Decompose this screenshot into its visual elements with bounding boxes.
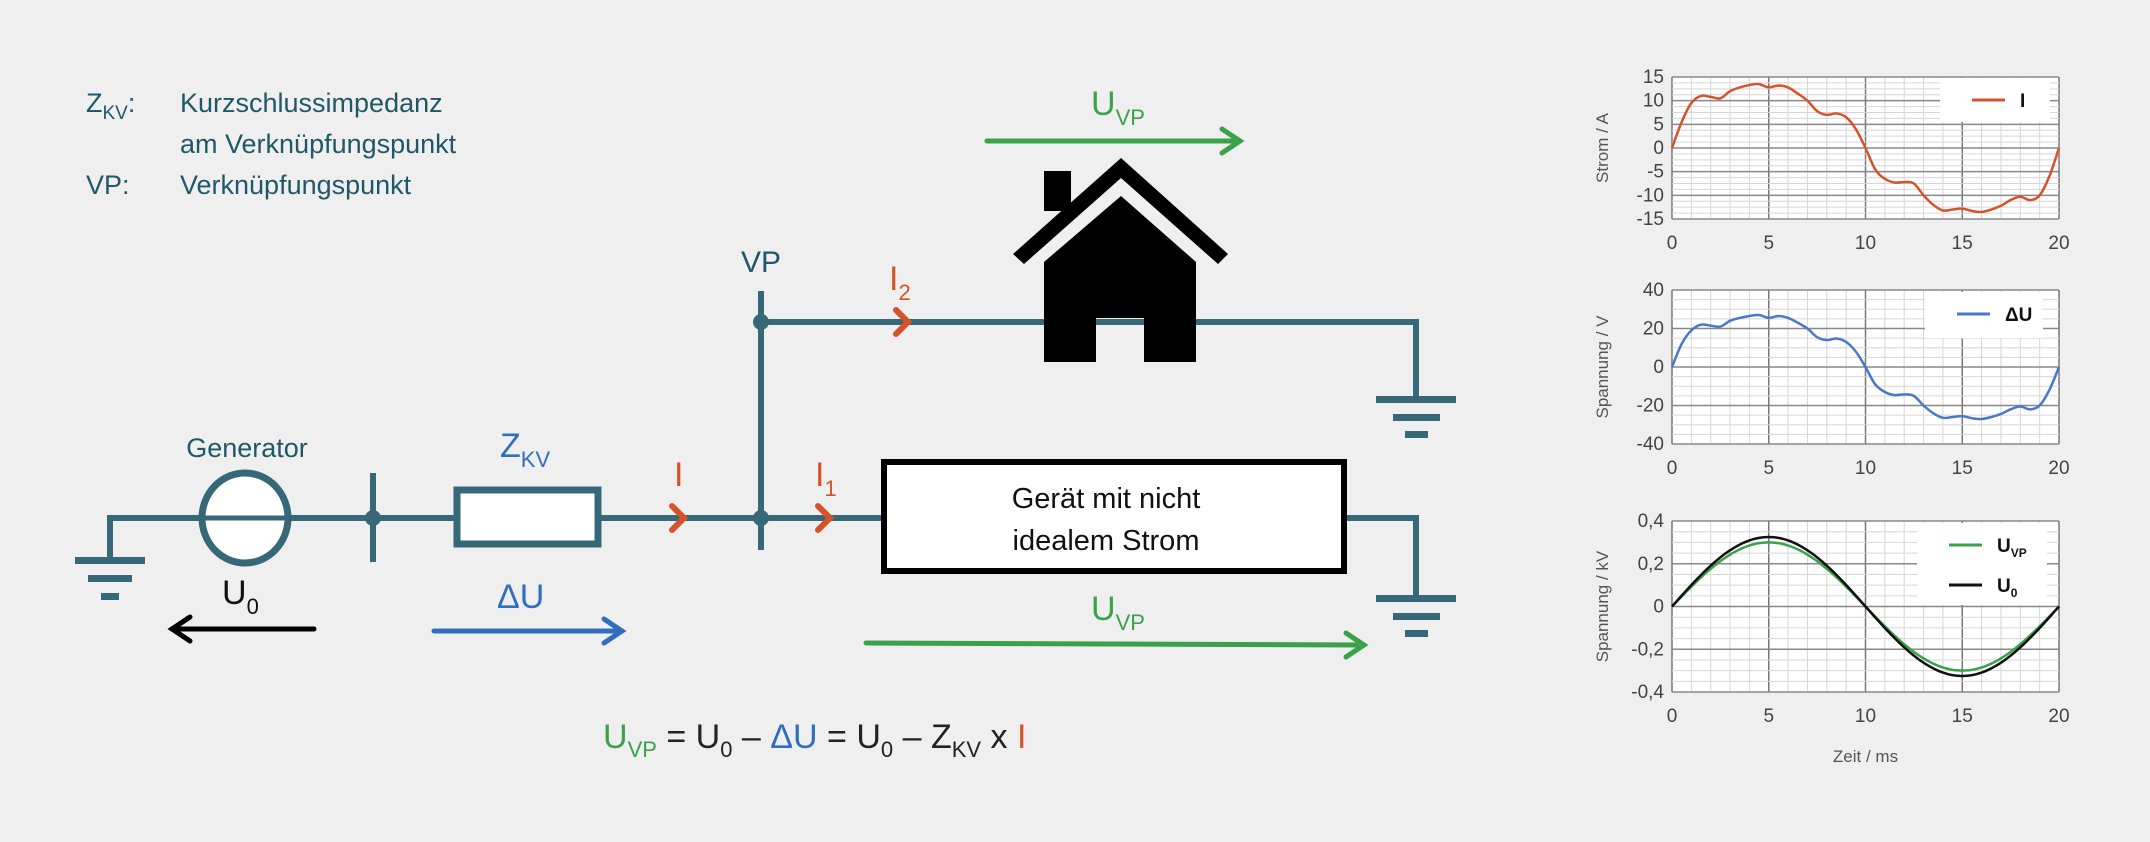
y-tick-label: 0 xyxy=(1653,138,1664,159)
x-tick-label: 0 xyxy=(1667,706,1678,727)
delta-u-label: ΔU xyxy=(497,578,544,616)
y-tick-label: 0,4 xyxy=(1638,511,1665,532)
ground-icon xyxy=(1376,396,1456,438)
x-tick-label: 20 xyxy=(2048,233,2069,254)
x-tick-label: 0 xyxy=(1667,233,1678,254)
series-line-ΔU xyxy=(1670,313,2061,421)
delta-u-arrow-icon xyxy=(431,616,627,646)
x-tick-label: 15 xyxy=(1952,233,1973,254)
x-axis-label: Zeit / ms xyxy=(1833,747,1898,766)
x-tick-label: 5 xyxy=(1763,706,1774,727)
current-i-arrow-icon xyxy=(669,503,689,533)
y-tick-label: -10 xyxy=(1637,185,1664,206)
ground-icon xyxy=(75,557,145,600)
x-tick-label: 20 xyxy=(2048,458,2069,479)
legend-label-main: ΔU xyxy=(2005,305,2032,326)
main-wire xyxy=(107,515,881,562)
x-tick-label: 10 xyxy=(1855,706,1876,727)
x-tick-label: 15 xyxy=(1952,458,1973,479)
legend-label-main: U xyxy=(1997,576,2011,597)
legend-label-sub: VP xyxy=(2011,546,2027,560)
junction-dot xyxy=(365,510,381,526)
voltage-arrows xyxy=(167,126,1369,660)
circuit-wires xyxy=(107,291,1419,597)
legend-label: I xyxy=(2020,91,2025,112)
uvp-top-arrow-icon xyxy=(984,126,1245,156)
generator-label: Generator xyxy=(186,433,308,463)
x-tick-label: 10 xyxy=(1855,233,1876,254)
current-i1-label: I1 xyxy=(815,456,837,501)
y-tick-label: 15 xyxy=(1643,67,1664,88)
y-tick-label: 40 xyxy=(1643,280,1664,301)
legend-label-main: U xyxy=(1997,536,2011,557)
x-tick-label: 5 xyxy=(1763,458,1774,479)
abbreviation-legend: ZKV: Kurzschlussimpedanz am Verknüpfungs… xyxy=(86,88,457,200)
x-tick-label: 15 xyxy=(1952,706,1973,727)
legend-zkv-symbol: ZKV: xyxy=(86,88,135,124)
vp-label: VP xyxy=(741,246,781,279)
y-tick-label: 5 xyxy=(1653,114,1664,135)
legend-box xyxy=(1917,523,2047,605)
device-label-line-1: Gerät mit nicht xyxy=(1012,483,1201,515)
series-line-I xyxy=(1670,82,2061,214)
current-i2-arrow-icon xyxy=(893,307,913,337)
legend-vp-desc: Verknüpfungspunkt xyxy=(180,170,412,200)
y-tick-label: 0 xyxy=(1653,357,1664,378)
y-tick-label: -20 xyxy=(1637,396,1664,417)
x-tick-label: 20 xyxy=(2048,706,2069,727)
current-i2-label: I2 xyxy=(889,260,911,305)
y-tick-label: -5 xyxy=(1647,162,1664,183)
uvp-top-label: UVP xyxy=(1091,85,1145,130)
ground-symbols xyxy=(75,314,1456,637)
legend-label: UVP xyxy=(1997,536,2027,560)
y-tick-label: 0 xyxy=(1653,597,1664,618)
legend-zkv-desc-1: Kurzschlussimpedanz xyxy=(180,88,443,118)
y-tick-label: 20 xyxy=(1643,319,1664,340)
current-i1-arrow-icon xyxy=(815,503,835,533)
y-tick-label: 10 xyxy=(1643,91,1664,112)
legend-label-main: I xyxy=(2020,91,2025,112)
u0-label: U0 xyxy=(222,574,259,619)
ground-icon xyxy=(1376,595,1456,637)
current-i-label: I xyxy=(674,456,683,494)
legend-zkv-desc-2: am Verknüpfungspunkt xyxy=(180,129,457,159)
y-tick-label: -40 xyxy=(1637,434,1664,455)
device-box xyxy=(881,459,1347,574)
impedance-box xyxy=(453,486,602,548)
branch-wire-device xyxy=(1346,515,1419,597)
u0-arrow-icon xyxy=(167,614,317,644)
house-icon xyxy=(1013,158,1228,362)
x-tick-label: 0 xyxy=(1667,458,1678,479)
legend-label: U0 xyxy=(1997,576,2018,600)
y-axis-label: Spannung / kV xyxy=(1593,550,1612,662)
current-arrows xyxy=(669,307,913,533)
legend-vp-abbr: VP: xyxy=(86,170,130,200)
y-axis-label: Spannung / V xyxy=(1593,315,1612,419)
uvp-bottom-arrow-icon xyxy=(863,630,1369,660)
junction-dot xyxy=(753,510,769,526)
device-label-line-2: idealem Strom xyxy=(1013,525,1200,557)
uvp-bottom-label: UVP xyxy=(1091,590,1145,635)
y-tick-label: 0,2 xyxy=(1638,554,1664,575)
series-line-U_0 xyxy=(1671,535,2060,678)
legend-label-sub: 0 xyxy=(2011,586,2018,600)
y-tick-label: -15 xyxy=(1637,209,1664,230)
y-tick-label: -0,2 xyxy=(1631,639,1664,660)
x-tick-label: 10 xyxy=(1855,458,1876,479)
y-axis-label: Strom / A xyxy=(1593,112,1612,183)
y-tick-label: -0,4 xyxy=(1631,682,1664,703)
impedance-label: ZKV xyxy=(500,427,550,472)
junction-dot xyxy=(753,314,769,330)
legend-label: ΔU xyxy=(2005,305,2032,326)
x-tick-label: 5 xyxy=(1763,233,1774,254)
branch-wire-house xyxy=(761,319,1419,398)
equation: UVP = U0 – ΔU = U0 – ZKV x I xyxy=(603,718,1026,762)
